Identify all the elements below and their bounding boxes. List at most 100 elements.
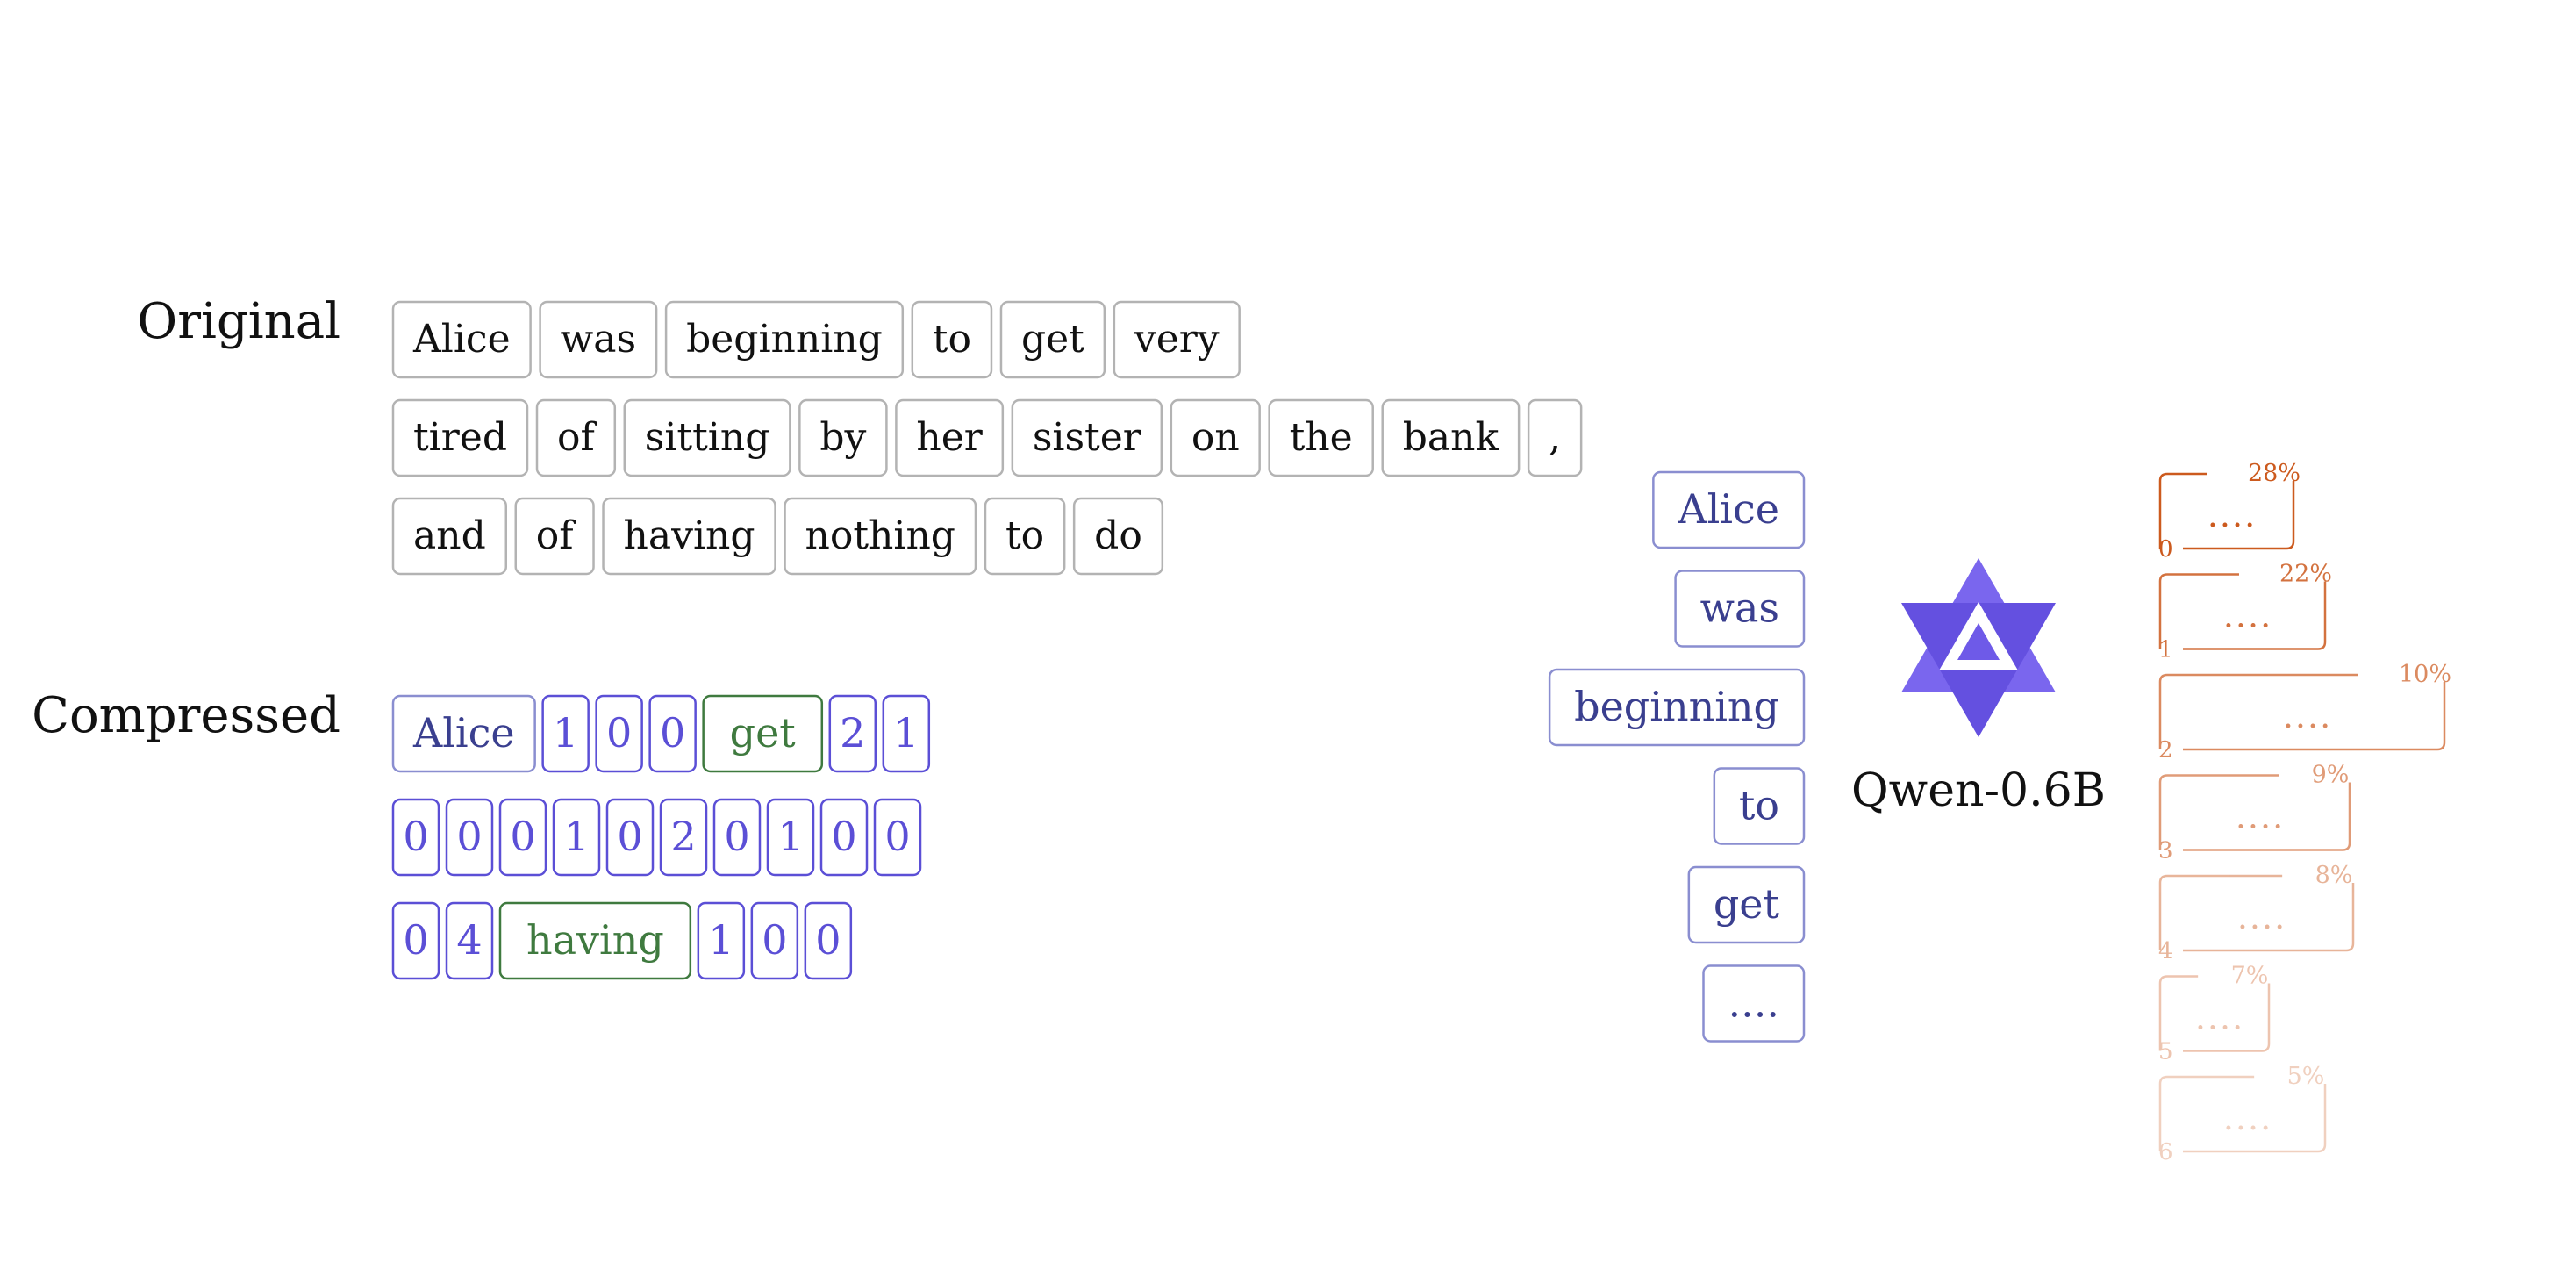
prediction-percent: 22% <box>2279 561 2332 588</box>
prediction-bracket <box>2158 874 2355 952</box>
prediction-text: .... <box>2283 697 2332 735</box>
input-token-text: beginning <box>1574 683 1779 730</box>
original-token-box <box>895 398 1005 477</box>
original-token-box <box>784 497 977 576</box>
prediction-bracket <box>2158 774 2351 851</box>
prediction-text: .... <box>2236 798 2285 836</box>
original-token-text: of <box>557 415 597 460</box>
prediction-item: 28% 0.... <box>2158 460 2301 563</box>
original-token-box <box>514 497 595 576</box>
original-token-text: sitting <box>645 415 770 460</box>
compressed-literal-box <box>498 901 692 980</box>
input-token-text: get <box>1714 880 1780 928</box>
prediction-item: 22% 1.... <box>2158 561 2332 663</box>
original-token-text: tired <box>413 415 507 460</box>
prediction-item: 5%6.... <box>2158 1063 2327 1165</box>
prediction-rank: 6 <box>2158 1139 2173 1165</box>
original-token-box <box>391 398 529 477</box>
compressed-rank-box <box>750 901 799 980</box>
original-token-box <box>539 300 658 379</box>
next-token-predictions: 28%0....22%1....10%2....9%3....8%4....7%… <box>2158 460 2451 1165</box>
compressed-rank-text: 0 <box>815 916 841 964</box>
prediction-rank: 5 <box>2158 1039 2173 1065</box>
original-token-text: her <box>916 415 983 460</box>
model-name: Qwen-0.6B <box>1851 764 2106 817</box>
compressed-rank-text: 1 <box>553 709 578 756</box>
prediction-percent: 7% <box>2231 963 2269 990</box>
compressed-rank-box <box>648 694 697 773</box>
original-token-box <box>911 300 993 379</box>
compressed-rank-box <box>766 798 815 877</box>
compressed-rank-box <box>882 694 931 773</box>
prediction-bracket <box>2158 975 2271 1052</box>
prediction-percent: 8% <box>2315 862 2353 889</box>
compressed-rank-box <box>541 694 590 773</box>
prediction-rank: 0 <box>2158 536 2173 563</box>
compressed-rank-box <box>445 901 494 980</box>
original-token-box <box>1268 398 1374 477</box>
original-token-box <box>391 497 507 576</box>
input-token-box <box>1674 570 1806 648</box>
original-token-box <box>984 497 1066 576</box>
prediction-percent: 9% <box>2312 762 2350 789</box>
compressed-rank-text: 1 <box>563 813 589 860</box>
compressed-rank-text: 1 <box>893 709 919 756</box>
compressed-rank-text: 2 <box>840 709 865 756</box>
prediction-percent: 5% <box>2287 1063 2325 1090</box>
prediction-text: .... <box>2223 597 2272 635</box>
compressed-rank-text: 0 <box>617 813 642 860</box>
compressed-literal-text: get <box>730 709 797 756</box>
input-token-box <box>1548 668 1806 747</box>
original-label: Original <box>137 293 340 350</box>
compressed-rank-box <box>819 798 869 877</box>
compressed-rank-box <box>605 798 655 877</box>
original-token-text: of <box>536 513 576 558</box>
input-token-box <box>1713 767 1806 845</box>
prediction-rank: 2 <box>2158 737 2173 764</box>
original-token-text: on <box>1191 415 1240 460</box>
prediction-bracket <box>2158 1075 2327 1153</box>
compressed-rank-text: 4 <box>456 916 482 964</box>
original-token-text: do <box>1094 513 1142 558</box>
compressed-literal-text: having <box>526 916 664 964</box>
compressed-rank-box <box>391 798 440 877</box>
prediction-text: .... <box>2207 496 2257 534</box>
original-token-box <box>391 300 532 379</box>
compressed-rank-text: 0 <box>724 813 749 860</box>
prediction-item: 10%2.... <box>2158 661 2451 764</box>
original-token-text: get <box>1021 317 1084 362</box>
original-token-text: , <box>1549 415 1561 460</box>
prediction-rank: 1 <box>2158 637 2173 663</box>
original-token-box <box>602 497 776 576</box>
compressed-rank-text: 1 <box>777 813 803 860</box>
compressed-rank-text: 0 <box>831 813 856 860</box>
original-token-box <box>1170 398 1261 477</box>
compressed-rank-box <box>828 694 877 773</box>
compressed-token-box <box>391 694 536 773</box>
original-token-text: very <box>1134 317 1220 362</box>
prediction-percent: 28% <box>2248 460 2301 487</box>
original-token-text: nothing <box>805 513 955 558</box>
prediction-text: .... <box>2237 898 2286 936</box>
original-token-box <box>1113 300 1241 379</box>
prediction-item: 7%5.... <box>2158 963 2271 1065</box>
prediction-bracket <box>2158 673 2446 751</box>
original-token-text: by <box>819 415 866 460</box>
prediction-bracket <box>2158 573 2327 650</box>
input-token-text: was <box>1700 584 1779 632</box>
original-token-text: the <box>1290 415 1353 460</box>
original-token-box <box>999 300 1106 379</box>
prediction-item: 9%3.... <box>2158 762 2351 864</box>
input-token-text: Alice <box>1677 485 1779 533</box>
compressed-token-text: Alice <box>412 709 515 756</box>
compressed-rank-box <box>391 901 440 980</box>
compressed-rank-box <box>445 798 494 877</box>
original-token-text: having <box>624 513 755 558</box>
original-token-box <box>1072 497 1164 576</box>
compressed-rank-text: 0 <box>510 813 535 860</box>
original-token-box <box>798 398 888 477</box>
compressed-rank-box <box>498 798 547 877</box>
